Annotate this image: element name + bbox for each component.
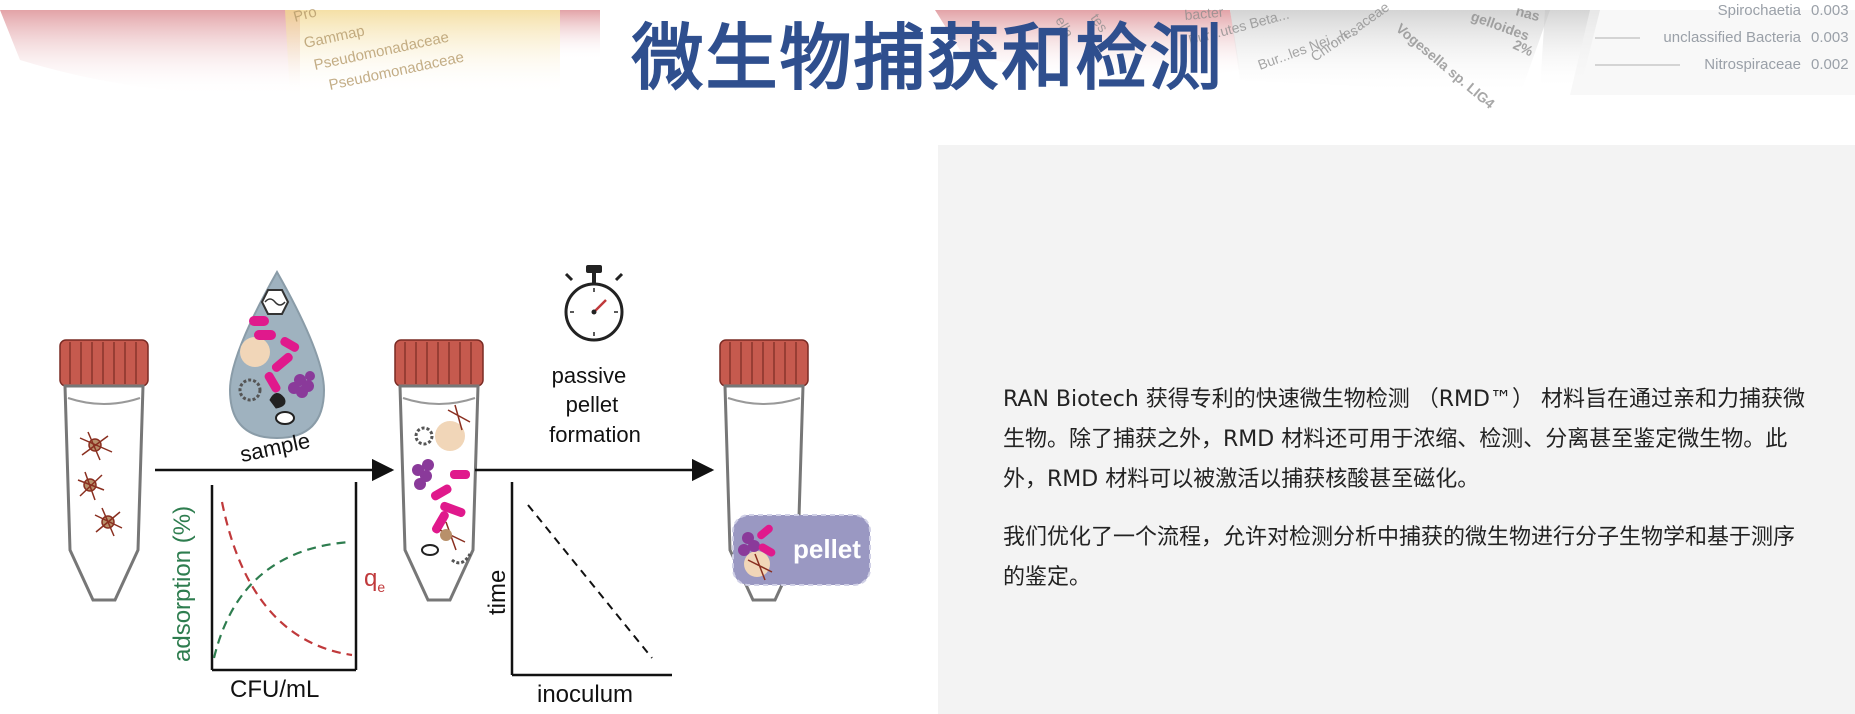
- sample-label: sample: [238, 428, 313, 467]
- qe-label: qe: [364, 565, 385, 595]
- passive-label: passive pellet formation: [549, 363, 641, 447]
- stat-row: Spirochaetia 0.003: [1718, 2, 1855, 19]
- description-paragraph: 我们优化了一个流程，允许对检测分析中捕获的微生物进行分子生物学和基于测序的鉴定。: [1003, 525, 1796, 590]
- adsorption-curve: [212, 540, 351, 659]
- stat-value: 0.003: [1811, 29, 1849, 46]
- inoculum-axis-label: inoculum: [537, 681, 633, 708]
- banner-sunburst-graphic: Pro Gammap Pseudomonadaceae Pseudomonada…: [0, 0, 1855, 110]
- pellet-label: pellet: [793, 534, 861, 564]
- banner-label: Pro: [292, 3, 319, 25]
- stat-row: Nitrospiraceae 0.002: [1704, 56, 1855, 73]
- cfu-axis-label: CFU/mL: [230, 676, 319, 703]
- stat-value: 0.003: [1811, 2, 1849, 19]
- description-panel: [938, 145, 1855, 714]
- banner-label: bacter: [1184, 4, 1224, 23]
- stat-value: 0.002: [1811, 56, 1849, 73]
- tube-1: [59, 339, 149, 602]
- time-graph: [510, 482, 672, 677]
- adsorption-graph: [210, 482, 358, 672]
- time-axis-label: time: [484, 570, 511, 615]
- tube-2: [394, 339, 484, 602]
- banner-label: nas: [1514, 2, 1542, 24]
- stat-name: unclassified Bacteria: [1663, 29, 1801, 46]
- time-curve: [527, 504, 653, 659]
- header-banner: Pro Gammap Pseudomonadaceae Pseudomonada…: [0, 0, 1855, 110]
- pellet-badge: [732, 514, 871, 586]
- banner-label: 2%: [1511, 36, 1537, 59]
- adsorption-axis-label: adsorption (%): [169, 506, 196, 662]
- qe-curve: [220, 501, 353, 657]
- sample-drop: [228, 269, 326, 440]
- description-text: RAN Biotech 获得专利的快速微生物检测 （RMD™） 材料旨在通过亲和…: [1003, 380, 1815, 616]
- stat-name: Nitrospiraceae: [1704, 56, 1801, 73]
- page-title: 微生物捕获和检测: [631, 16, 1224, 100]
- stopwatch-icon: [564, 265, 624, 342]
- process-figure: sample adsorption (%) CFU/mL qe: [59, 265, 871, 708]
- stat-name: Spirochaetia: [1717, 2, 1801, 19]
- stat-row: unclassified Bacteria 0.003: [1663, 29, 1855, 46]
- description-paragraph: RAN Biotech 获得专利的快速微生物检测 （RMD™） 材料旨在通过亲和…: [1003, 387, 1805, 492]
